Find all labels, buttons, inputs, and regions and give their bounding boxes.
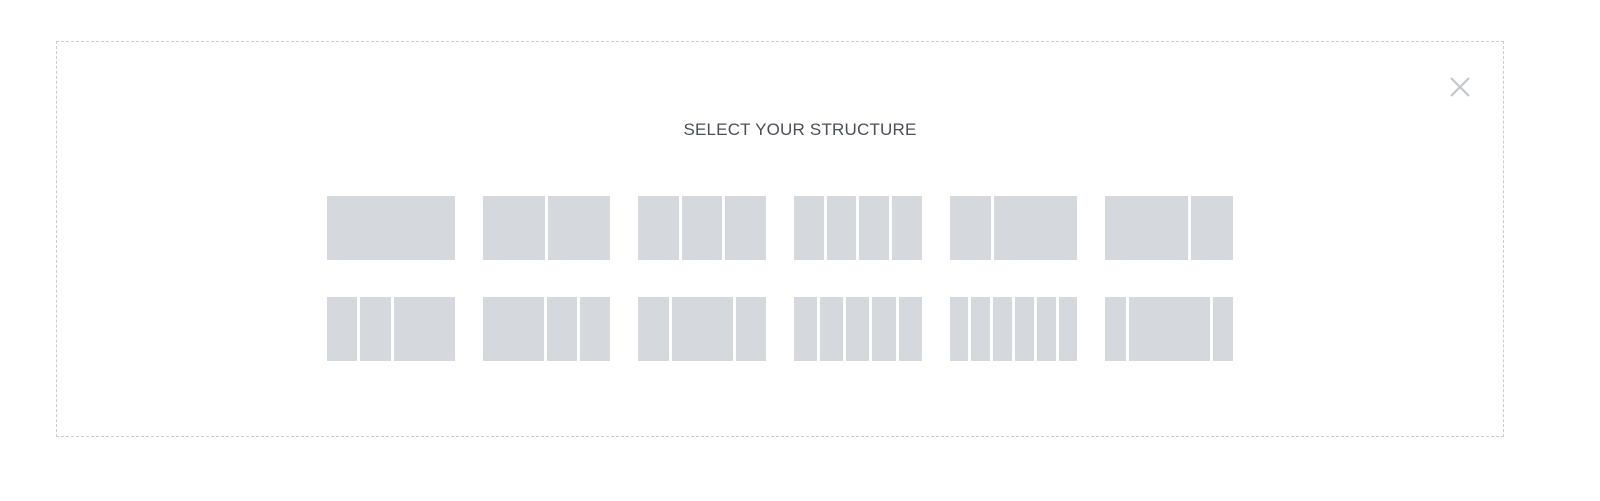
structure-column [949,196,992,260]
structure-column [681,196,723,260]
structure-66-33[interactable] [1105,196,1234,260]
close-button[interactable] [1448,75,1472,99]
structure-column [1036,297,1056,361]
structure-column [949,297,969,361]
structure-column [360,297,391,361]
structure-column [993,297,1013,361]
structure-column [735,297,767,361]
structure-column [327,196,455,260]
structure-column [1191,196,1234,260]
structure-row [327,297,1234,361]
structure-column [1015,297,1034,361]
structure-16-66-16[interactable] [1105,297,1234,361]
structure-column [971,297,991,361]
structure-column [327,297,358,361]
structure-6-columns-equal[interactable] [949,297,1078,361]
structure-row [327,196,1234,260]
structure-column [826,196,857,260]
structure-column [994,196,1078,260]
structure-column [872,297,896,361]
structure-column [794,196,824,260]
structure-grid [327,196,1234,398]
structure-column [393,297,455,361]
structure-column [859,196,890,260]
structure-5-columns-equal[interactable] [794,297,922,361]
structure-column [546,297,577,361]
structure-column [482,196,546,260]
structure-column [1105,196,1189,260]
structure-25-50-25[interactable] [638,297,767,361]
structure-column [820,297,844,361]
structure-column [1058,297,1078,361]
structure-column [1212,297,1234,361]
structure-dropzone [56,41,1504,437]
structure-2-columns-equal[interactable] [482,196,611,260]
structure-column [892,196,922,260]
structure-column [725,196,767,260]
structure-50-25-25[interactable] [482,297,611,361]
structure-column [548,196,611,260]
structure-column [638,297,669,361]
structure-25-25-50[interactable] [327,297,455,361]
structure-3-columns-equal[interactable] [638,196,767,260]
structure-column [794,297,818,361]
structure-column [671,297,733,361]
dialog-title: SELECT YOUR STRUCTURE [683,120,917,139]
structure-column [1105,297,1126,361]
structure-column [579,297,611,361]
structure-column [846,297,870,361]
structure-33-66[interactable] [949,196,1078,260]
structure-column [482,297,544,361]
structure-1-column[interactable] [327,196,455,260]
structure-column [1128,297,1210,361]
structure-4-columns-equal[interactable] [794,196,922,260]
structure-column [898,297,922,361]
close-icon [1448,75,1472,99]
structure-column [638,196,679,260]
